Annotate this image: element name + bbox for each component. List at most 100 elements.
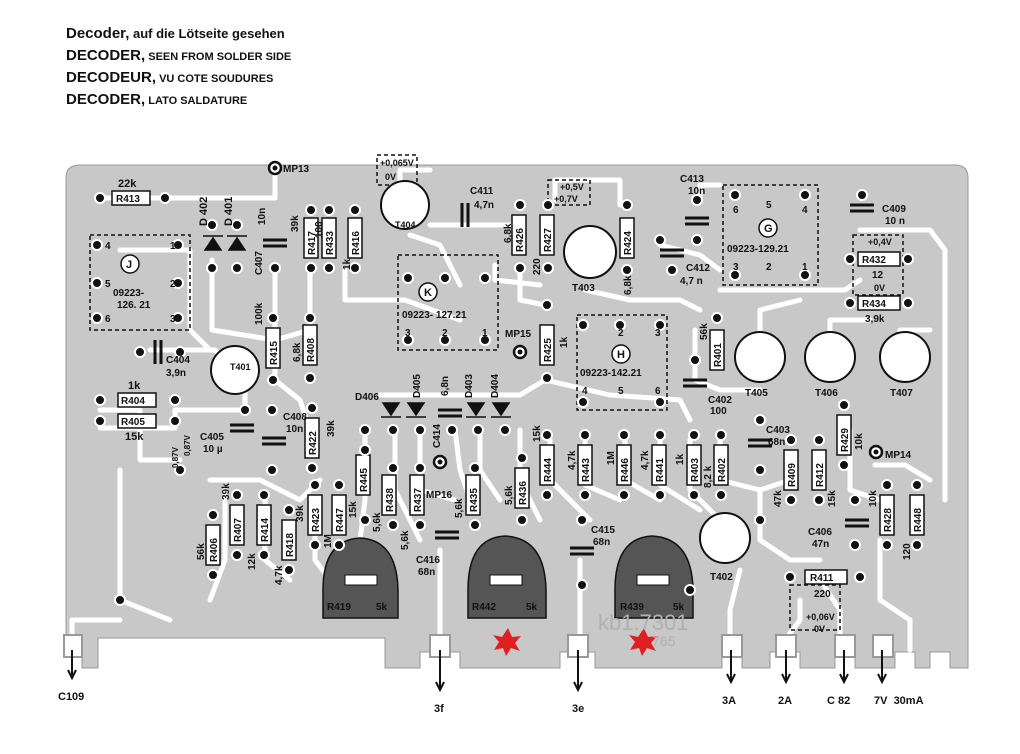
label-c402: C402 (708, 395, 732, 406)
stamp-765: 765 (652, 633, 676, 649)
label-j-p4: 4 (105, 241, 111, 252)
title-line-en: DECODER, SEEN FROM SOLDER SIDE (66, 47, 292, 64)
diode-d403 (466, 402, 486, 418)
label-j-p6: 6 (105, 314, 111, 325)
label-g-p5: 5 (766, 200, 772, 211)
label-h-mod: H (617, 349, 625, 361)
title-line-fr: DECODEUR, VU COTE SOUDURES (66, 69, 274, 86)
title-line-it: DECODER, LATO SALDATURE (66, 91, 248, 108)
capacitor-c403 (748, 438, 772, 448)
module-boxes (89, 154, 904, 631)
label-r409-val: 47k (773, 490, 784, 507)
terminal-c82: C 82 (827, 695, 850, 707)
label-c406: C406 (808, 527, 832, 538)
label-r413-val: 22k (118, 178, 137, 190)
label-r415-val: 100k (254, 302, 265, 325)
resistor-r401 (709, 329, 725, 371)
label-h-p4: 4 (582, 386, 588, 397)
capacitor-c416 (435, 530, 459, 540)
transistor-t407 (879, 331, 931, 383)
resistor-r411 (804, 569, 848, 585)
label-t403-mid: +0,7V (554, 194, 578, 204)
module-g-box (722, 184, 819, 286)
transistor-t405 (734, 331, 786, 383)
component-labels: 22k R413 D 402 D 401 C407 10n 39k R417 1… (105, 158, 924, 634)
label-c415-val: 68n (593, 537, 610, 548)
capacitor-c413 (685, 216, 709, 226)
label-r423-val: 39k (295, 505, 306, 522)
resistor-r444 (539, 444, 555, 486)
resistor-r402 (713, 444, 729, 486)
label-r442-val: 5k (526, 602, 538, 613)
label-j-p2: 2 (170, 279, 176, 290)
module-j-circle (120, 254, 140, 274)
capacitor-c412 (660, 248, 684, 258)
label-r446-val: 1M (606, 451, 617, 465)
label-t403: T403 (572, 283, 595, 294)
label-c408-val: 10n (286, 424, 303, 435)
label-mp14: MP14 (885, 450, 912, 461)
label-r402-val: 8,2 k (703, 465, 714, 488)
resistor-r447 (331, 494, 347, 536)
label-c412-val: 4,7 n (680, 276, 703, 287)
transistor-t403 (563, 225, 617, 279)
label-r428-val: 10k (868, 490, 879, 507)
diode-d401 (227, 235, 247, 251)
label-r418: R418 (285, 533, 296, 557)
label-r417-val: 39k (290, 215, 301, 232)
label-d404: D404 (490, 374, 501, 398)
terminal-c109: C109 (58, 691, 84, 703)
star-marker-r439 (629, 628, 657, 656)
label-r443-val: 4,7k (567, 450, 578, 470)
resistor-r422 (304, 417, 320, 459)
title-block: Decoder, auf die Lötseite gesehen DECODE… (66, 22, 291, 110)
v-box-t403 (547, 179, 591, 206)
transistor-t404 (380, 180, 430, 230)
label-c416-val: 68n (418, 567, 435, 578)
terminal-labels: C109 3f 3e 3A 2A C 82 7V 30mA (58, 691, 924, 715)
resistors-horizontal (111, 190, 901, 585)
label-j-part1: 09223- (113, 288, 144, 299)
label-c407-val: 10n (257, 208, 268, 225)
label-r426-val2: 220 (532, 258, 543, 275)
label-r446: R446 (620, 458, 631, 482)
label-r414: R414 (260, 518, 271, 542)
label-mp13: MP13 (283, 164, 310, 175)
label-c407: C407 (254, 251, 265, 275)
label-c404-val: 3,9n (166, 368, 186, 379)
star-marker-r442 (493, 628, 521, 656)
resistor-r438 (381, 474, 397, 516)
label-r448: R448 (913, 508, 924, 532)
label-r422: R422 (308, 431, 319, 455)
label-r441-val: 4,7k (640, 450, 651, 470)
resistor-r441 (651, 444, 667, 486)
capacitor-c411 (460, 203, 470, 227)
label-r418-val: 4,7k (274, 565, 285, 585)
label-r447-val: 1M (323, 534, 334, 548)
resistor-r435 (465, 474, 481, 516)
label-j-part2: 126. 21 (117, 300, 151, 311)
label-r429-val: 10k (854, 433, 865, 450)
label-r434: R434 (862, 299, 886, 310)
transistors (210, 180, 931, 564)
label-r442: R442 (472, 602, 496, 613)
label-r443: R443 (581, 458, 592, 482)
label-c409-val: 10 n (885, 216, 905, 227)
label-v006: +0,06V (806, 612, 835, 622)
label-r438: R438 (385, 488, 396, 512)
label-r416: R416 (351, 231, 362, 255)
label-j-p3: 3 (170, 314, 176, 325)
capacitor-c414 (438, 408, 462, 418)
label-c411-val: 4,7n (474, 200, 494, 211)
module-g-circle (758, 218, 778, 238)
label-v0b: 0V (814, 624, 825, 634)
label-h-p5: 5 (618, 386, 624, 397)
resistors-vertical (205, 214, 925, 566)
diodes (203, 235, 511, 418)
label-d405: D405 (412, 374, 423, 398)
title-line-de: Decoder, auf die Lötseite gesehen (66, 25, 285, 42)
label-t403-top: +0,5V (560, 182, 584, 192)
label-r424-val: 6,8k (623, 275, 634, 295)
resistor-r403 (686, 444, 702, 486)
resistor-r405 (117, 413, 157, 429)
